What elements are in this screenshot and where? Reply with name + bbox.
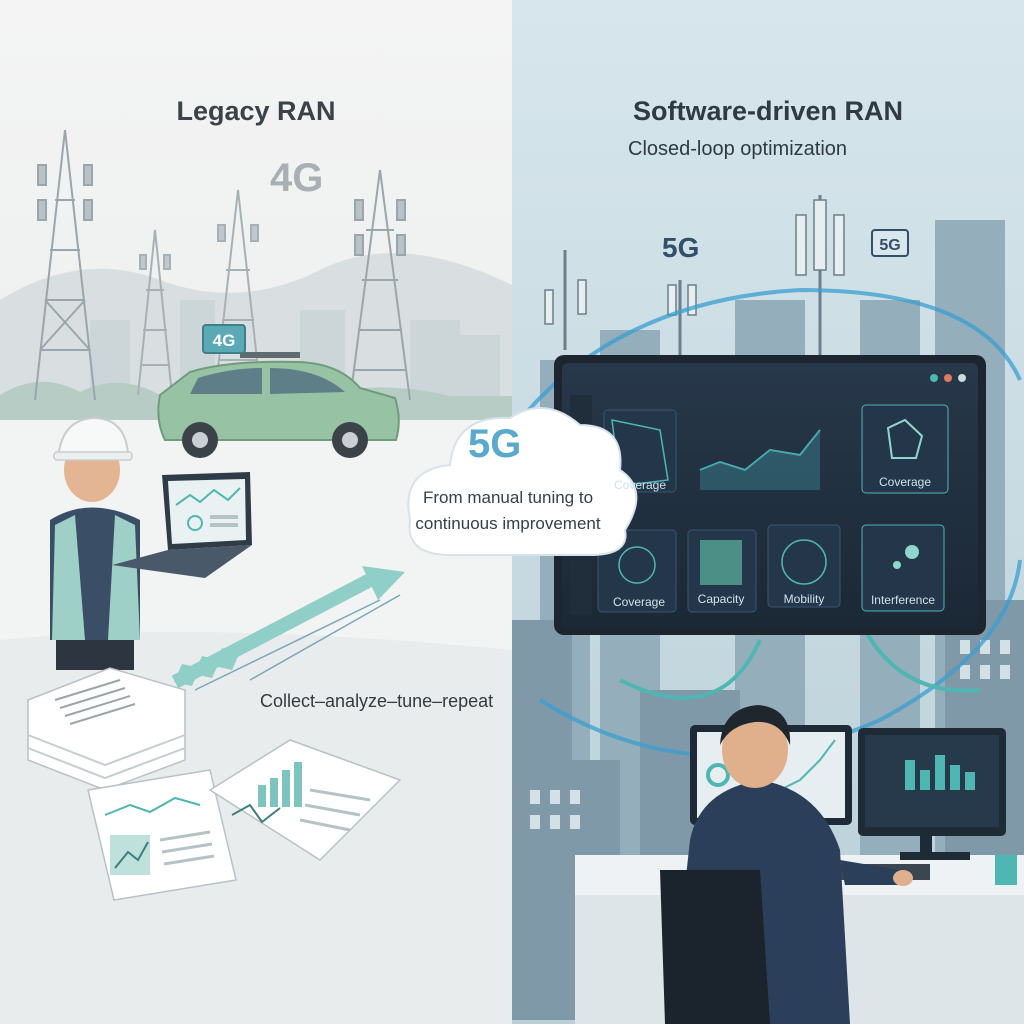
drive-test-car: [157, 352, 400, 458]
software-ran-subtitle: Closed-loop optimization: [628, 138, 848, 160]
antenna-5g-sign: 5G: [871, 229, 909, 257]
dashboard-tile-label: Coverage: [613, 478, 667, 492]
cloud-5g-badge: 5G: [468, 422, 522, 466]
transition-cloud: [407, 407, 638, 556]
laptop-icon: [112, 472, 252, 578]
cloud-text-line1: From manual tuning to: [422, 488, 594, 507]
flow-arrow: [171, 566, 405, 691]
operator: [660, 705, 913, 1024]
dashboard-tile-label: Coverage: [612, 595, 666, 609]
legacy-ran-title: Legacy RAN: [176, 96, 336, 126]
antenna-5g-sign-label: 5G: [879, 237, 900, 254]
field-engineer: [50, 416, 140, 670]
car-4g-sign-label: 4G: [213, 331, 236, 350]
cell-tower-icon: [137, 229, 173, 396]
dashboard-tile-label: Mobility: [783, 592, 825, 606]
report-stack-icon: [27, 667, 186, 791]
network-label-4g: 4G: [270, 156, 324, 200]
dashboard-tile-label: Coverage: [878, 475, 932, 489]
network-label-5g: 5G: [662, 232, 700, 263]
dashboard-tile-label: Capacity: [697, 592, 745, 606]
cell-tower-icon: [34, 129, 96, 401]
cloud-text-line2: continuous improvement: [415, 514, 601, 533]
dashboard-monitor: [554, 355, 986, 635]
cell-tower-icon: [349, 169, 411, 401]
software-ran-title: Software-driven RAN: [632, 96, 904, 126]
antenna-mast-icon: [544, 195, 845, 360]
dashboard-tile-label: Interference: [870, 593, 936, 607]
report-chart-icon: [87, 769, 237, 901]
process-caption: Collect–analyze–tune–repeat: [260, 691, 494, 711]
report-chart-icon: [208, 739, 402, 861]
car-4g-sign: 4G: [202, 324, 246, 354]
cell-tower-icon: [214, 189, 262, 396]
